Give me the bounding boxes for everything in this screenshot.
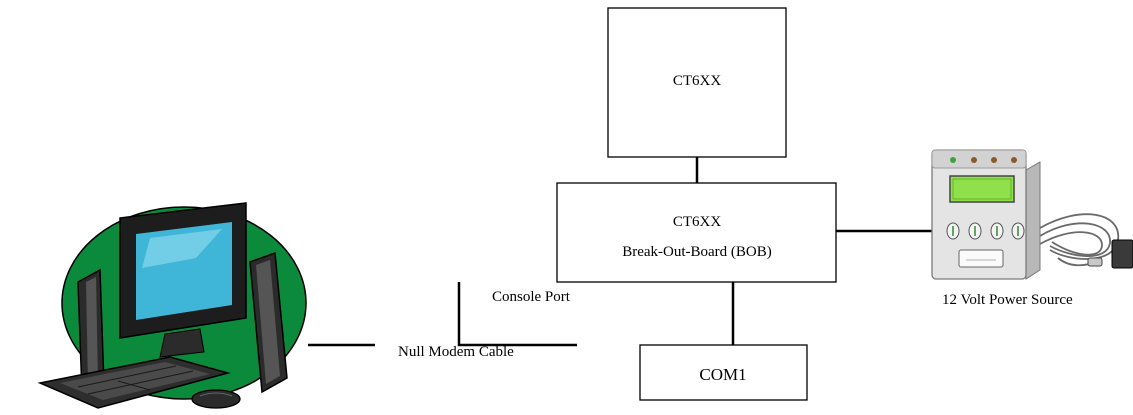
monitor-stand <box>159 328 205 358</box>
bob-box: CT6XX Break-Out-Board (BOB) <box>556 182 837 283</box>
power-supply-plate <box>958 249 1004 268</box>
line-console-port <box>457 282 577 347</box>
com1-label: COM1 <box>699 365 746 384</box>
ct6xx-box: CT6XX <box>607 7 787 158</box>
ct6xx-label: CT6XX <box>673 73 722 89</box>
console-port-label: Console Port <box>492 289 571 305</box>
power-cable <box>1039 213 1119 267</box>
power-source-label: 12 Volt Power Source <box>942 292 1073 308</box>
indicator-light <box>950 157 956 163</box>
power-plug <box>1111 239 1133 269</box>
connection-lines <box>308 157 932 347</box>
power-display <box>949 175 1015 203</box>
desktop-computer-icon <box>37 202 307 409</box>
bob-label-line2: Break-Out-Board (BOB) <box>622 244 772 260</box>
power-supply-icon <box>931 149 1133 280</box>
null-modem-cable-label: Null Modem Cable <box>398 344 514 360</box>
com1-box: COM1 <box>639 344 808 401</box>
bob-label-line1: CT6XX <box>673 214 722 230</box>
